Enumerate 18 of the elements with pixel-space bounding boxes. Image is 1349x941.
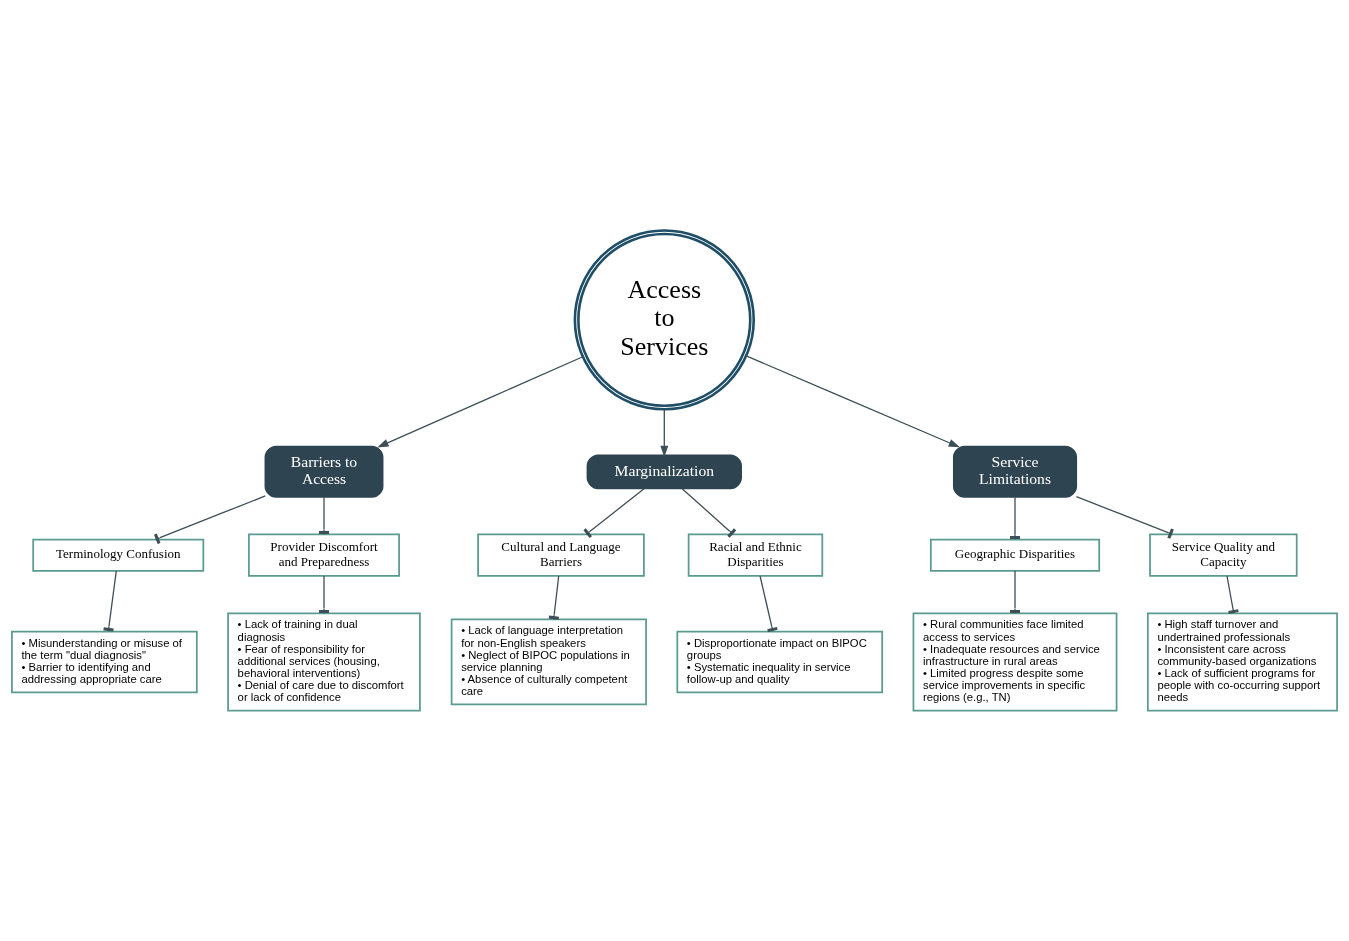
node-box: Provider Discomfort and Preparedness xyxy=(248,533,400,577)
arrow xyxy=(660,408,669,458)
node-box: Barriers to Access xyxy=(264,445,384,498)
node-box: • Disproportionate impact on BIPOC groups • Systematic inequality in service follow-up and quality xyxy=(676,630,884,694)
node-box: • High staff turnover and undertrained professionals • Inconsistent care across community-based organizations • Lack of sufficient programs for people with co-occurring support needs xyxy=(1146,612,1338,712)
node-box: Racial and Ethnic Disparities xyxy=(687,533,824,577)
node-box: Cultural and Language Barriers xyxy=(477,533,645,577)
connector xyxy=(681,487,737,538)
node-box: • Misunderstanding or misuse of the term "dual diagnosis" • Barrier to identifying and addressing appropriate care xyxy=(11,630,198,694)
arrow xyxy=(377,356,584,448)
node-box: Service Limitations xyxy=(952,445,1078,498)
connector xyxy=(583,487,646,539)
connector xyxy=(153,495,266,544)
node-box: • Lack of language interpretation for non-English speakers • Neglect of BIPOC populations in service planning • Absence of culturally competent care xyxy=(450,618,647,706)
arrow xyxy=(745,355,960,448)
node-box: Marginalization xyxy=(586,454,742,490)
connector xyxy=(1075,496,1174,539)
node-box: • Lack of training in dual diagnosis • Fear of responsibility for additional services (housing, behavioral interventions) • Denial of care due to discomfort or lack of confidence xyxy=(227,612,421,712)
